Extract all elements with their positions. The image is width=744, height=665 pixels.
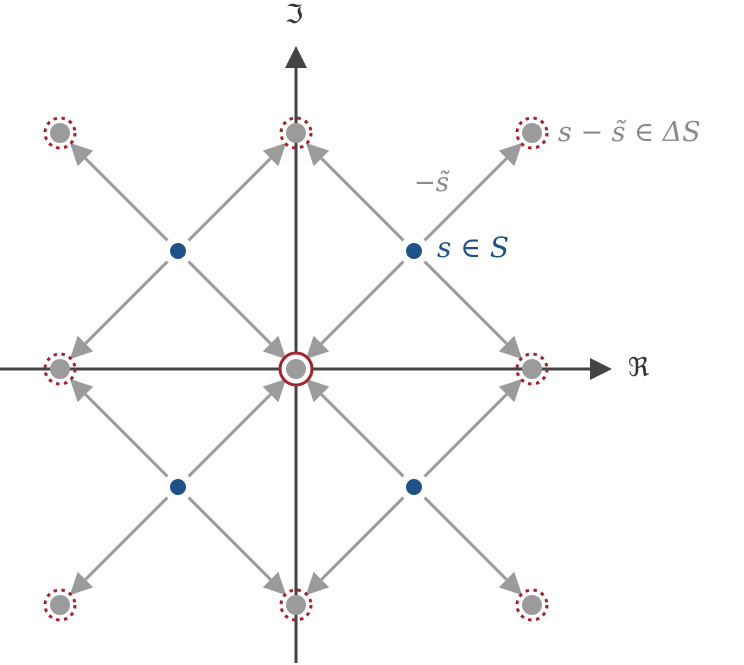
arrowhead [498, 335, 523, 360]
symbol-point [406, 243, 422, 259]
arrow-shaft [423, 260, 508, 345]
arrowhead [262, 142, 287, 167]
arrow-shaft [187, 260, 272, 345]
arrowhead [262, 571, 287, 596]
arrow-shaft [187, 496, 272, 581]
arrow-shaft [320, 496, 405, 581]
symbol-point [170, 479, 186, 495]
difference-highlight-circle [43, 352, 77, 386]
imaginary-axis-label: ℑ [285, 0, 304, 30]
arrow-shaft [320, 393, 405, 478]
real-axis-arrowhead [590, 358, 612, 380]
real-axis-label: ℜ [628, 353, 650, 383]
difference-highlight-circle [279, 588, 313, 622]
arrowhead [69, 378, 94, 403]
difference-highlight-circle [279, 116, 313, 150]
arrow-shaft [187, 393, 272, 478]
arrow-shaft [423, 393, 508, 478]
symbol-set-label: s ∈ S [437, 231, 510, 264]
arrow-shaft [84, 157, 169, 242]
imaginary-axis-arrowhead [285, 46, 307, 68]
difference-point [286, 123, 306, 143]
arrow-shaft [423, 157, 508, 242]
arrowhead [498, 142, 523, 167]
arrowhead [305, 142, 330, 167]
difference-point [522, 123, 542, 143]
difference-highlight-circle [515, 588, 549, 622]
arrow-shaft [187, 157, 272, 242]
negated-symbol-label: −s̃ [414, 168, 450, 198]
symbol-point [170, 243, 186, 259]
arrowhead [305, 378, 330, 403]
difference-point [50, 123, 70, 143]
arrowhead [262, 335, 287, 360]
arrow-shaft [84, 496, 169, 581]
difference-set-label: s − s̃ ∈ ΔS [558, 117, 701, 148]
difference-point [286, 359, 306, 379]
arrowhead [69, 335, 94, 360]
difference-point [522, 595, 542, 615]
difference-highlight-circle [43, 588, 77, 622]
difference-point [50, 595, 70, 615]
arrowhead [305, 571, 330, 596]
arrowhead [498, 571, 523, 596]
arrowhead [69, 571, 94, 596]
difference-highlight-circle [515, 352, 549, 386]
arrow-shaft [320, 260, 405, 345]
difference-point [522, 359, 542, 379]
arrowhead [305, 335, 330, 360]
difference-highlight-circle [515, 116, 549, 150]
arrowhead [498, 378, 523, 403]
arrowhead [262, 378, 287, 403]
difference-point [286, 595, 306, 615]
arrow-shaft [84, 393, 169, 478]
arrow-shaft [320, 157, 405, 242]
arrow-shaft [84, 260, 169, 345]
arrowhead [69, 142, 94, 167]
difference-highlight-circle [43, 116, 77, 150]
difference-point [50, 359, 70, 379]
symbol-point [406, 479, 422, 495]
arrow-shaft [423, 496, 508, 581]
